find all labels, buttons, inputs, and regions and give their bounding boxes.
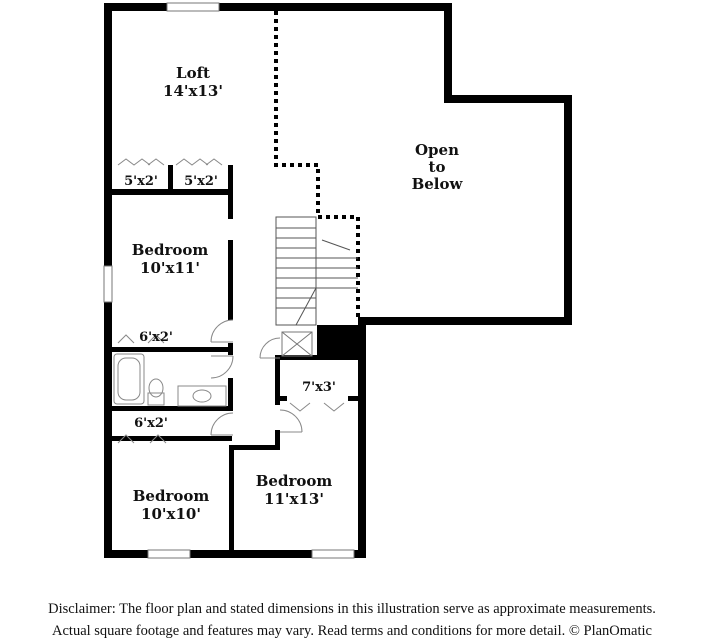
bedroom-top-name: Bedroom	[132, 241, 209, 259]
windows	[103, 2, 355, 559]
bedroom-bottom-right-name: Bedroom	[256, 472, 333, 490]
disclaimer: Disclaimer: The floor plan and stated di…	[0, 598, 704, 642]
closet-loft-left-size: 5'x2'	[124, 174, 158, 189]
bedroom-bottom-right-size: 11'x13'	[264, 490, 324, 508]
loft-size: 14'x13'	[163, 82, 223, 100]
bath-fixtures	[113, 353, 227, 407]
bedroom-bottom-left-size: 10'x10'	[141, 505, 201, 523]
toilet	[147, 392, 165, 406]
railing	[274, 11, 360, 317]
bathtub	[113, 353, 145, 405]
bedroom-bottom-left-name: Bedroom	[133, 487, 210, 505]
closet-bedroom-bottom-size: 6'x2'	[134, 416, 168, 431]
open-to-below-line3: Below	[412, 175, 464, 193]
closet-loft-right-size: 5'x2'	[184, 174, 218, 189]
vanity	[177, 385, 227, 407]
floor-plan: Loft 14'x13' Open to Below 5'x2' 5'x2' B…	[103, 2, 572, 559]
bedroom-top-size: 10'x11'	[140, 259, 200, 277]
interior-walls	[112, 165, 365, 558]
utility-box	[281, 331, 313, 357]
open-to-below-line2: to	[429, 158, 446, 176]
disclaimer-line1: Disclaimer: The floor plan and stated di…	[48, 601, 656, 617]
closet-bedroom-top-size: 6'x2'	[139, 330, 173, 345]
staircase	[275, 216, 358, 326]
open-to-below-line1: Open	[415, 141, 459, 159]
disclaimer-line2: Actual square footage and features may v…	[52, 623, 652, 639]
door-swings	[117, 158, 345, 444]
closet-bedroom-right-size: 7'x3'	[302, 380, 336, 395]
loft-name: Loft	[176, 64, 210, 82]
